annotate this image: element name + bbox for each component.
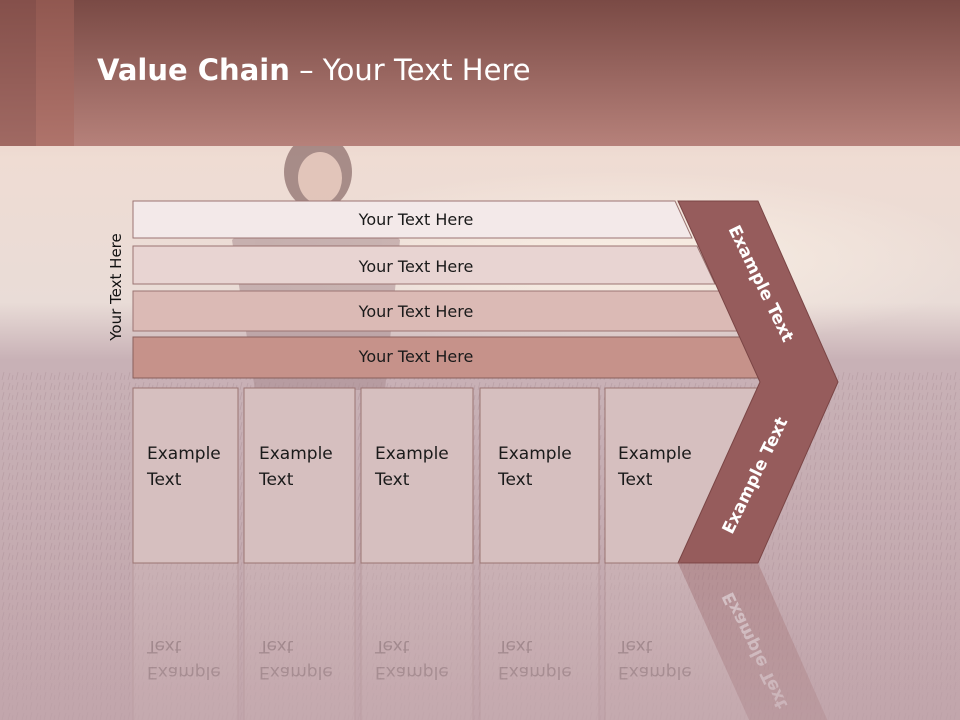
row-1[interactable]: Your Text Here	[132, 200, 693, 239]
row-2[interactable]: Your Text Here	[132, 245, 716, 285]
box-3[interactable]: Example Text	[360, 387, 474, 564]
reflection-fade	[0, 563, 960, 720]
box-5-line1: Example	[618, 444, 692, 464]
slide-title-bold: Value Chain	[97, 53, 290, 87]
header-accent-bar-2	[36, 0, 74, 146]
header-accent-bar-1	[0, 0, 36, 146]
header-band	[0, 0, 960, 146]
box-2-line2: Text	[258, 470, 294, 490]
side-label: Your Text Here	[107, 233, 125, 341]
box-5[interactable]: Example Text	[604, 387, 763, 564]
box-4[interactable]: Example Text	[479, 387, 600, 564]
slide-title: Value Chain – Your Text Here	[97, 53, 531, 87]
row-4-label: Your Text Here	[358, 347, 474, 366]
box-3-line2: Text	[374, 470, 410, 490]
row-4[interactable]: Your Text Here	[132, 336, 765, 379]
box-2-line1: Example	[259, 444, 333, 464]
row-3-label: Your Text Here	[358, 302, 474, 321]
box-1-line2: Text	[146, 470, 182, 490]
row-1-label: Your Text Here	[358, 210, 474, 229]
box-4-line2: Text	[497, 470, 533, 490]
box-1-line1: Example	[147, 444, 221, 464]
box-3-line1: Example	[375, 444, 449, 464]
box-4-line1: Example	[498, 444, 572, 464]
row-2-label: Your Text Here	[358, 257, 474, 276]
box-2[interactable]: Example Text	[243, 387, 356, 564]
box-1[interactable]: Example Text	[132, 387, 239, 564]
row-3[interactable]: Your Text Here	[132, 290, 741, 332]
box-5-line2: Text	[617, 470, 653, 490]
slide-title-rest: – Your Text Here	[289, 53, 531, 87]
